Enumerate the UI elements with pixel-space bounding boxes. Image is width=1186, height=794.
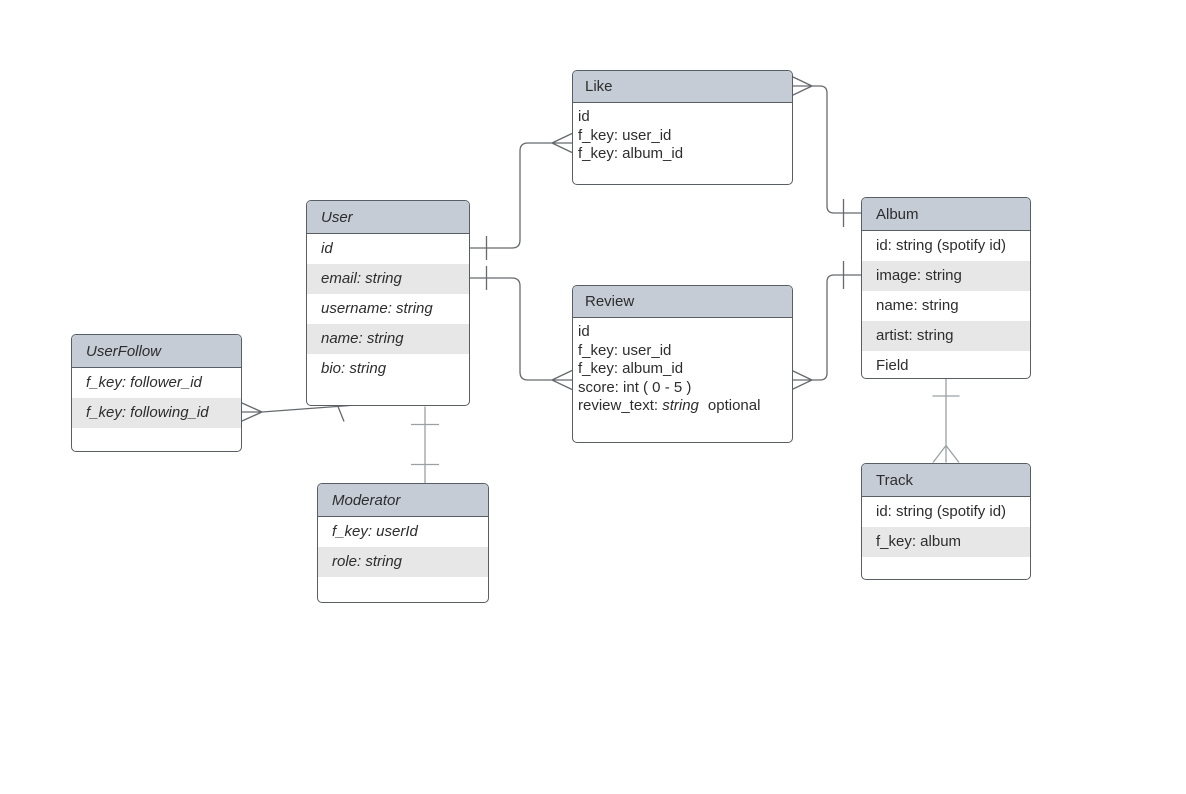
entity-track[interactable]: Track id: string (spotify id) f_key: alb… xyxy=(861,463,1031,580)
field-row: id: string (spotify id) xyxy=(876,237,1007,254)
connector-user-moderator[interactable] xyxy=(411,406,439,484)
entity-title: Track xyxy=(862,464,1030,497)
field-row: email: string xyxy=(307,264,469,294)
field-row: f_key: album xyxy=(862,527,1030,557)
field-row: id xyxy=(578,323,590,340)
field-row: id xyxy=(321,240,333,257)
field-row: id xyxy=(578,108,590,125)
field-row: review_text: string optional xyxy=(578,397,787,416)
field-row: Field xyxy=(876,357,909,374)
field-row: f_key: user_id xyxy=(578,126,672,144)
entity-user[interactable]: User id email: string username: string n… xyxy=(306,200,470,406)
entity-like[interactable]: Like id f_key: user_id f_key: album_id xyxy=(572,70,793,185)
field-row: username: string xyxy=(321,300,433,317)
field-row: name: string xyxy=(876,297,959,314)
entity-title: User xyxy=(307,201,469,234)
connector-user-review[interactable] xyxy=(470,266,573,391)
entity-review[interactable]: Review id f_key: user_id f_key: album_id… xyxy=(572,285,793,443)
connector-user-like[interactable] xyxy=(470,132,573,261)
entity-album[interactable]: Album id: string (spotify id) image: str… xyxy=(861,197,1031,379)
entity-userfollow[interactable]: UserFollow f_key: follower_id f_key: fol… xyxy=(71,334,242,452)
field-row: artist: string xyxy=(862,321,1030,351)
connector-like-album[interactable] xyxy=(791,75,861,228)
field-row: f_key: userId xyxy=(332,523,418,540)
field-row: bio: string xyxy=(321,360,387,377)
entity-title: Review xyxy=(573,286,792,318)
field-row: name: string xyxy=(307,324,469,354)
field-row: score: int ( 0 - 5 ) xyxy=(578,378,692,396)
entity-title: Moderator xyxy=(318,484,488,517)
entity-title: UserFollow xyxy=(72,335,241,368)
field-row: f_key: following_id xyxy=(72,398,241,428)
field-text-type: string xyxy=(662,397,699,415)
connector-album-track[interactable] xyxy=(932,379,960,463)
entity-moderator[interactable]: Moderator f_key: userId role: string xyxy=(317,483,489,603)
field-text-prefix: review_text: xyxy=(578,397,663,415)
field-row: role: string xyxy=(318,547,488,577)
entity-body: id f_key: user_id f_key: album_id score:… xyxy=(573,318,792,416)
entity-body: id f_key: user_id f_key: album_id xyxy=(573,103,792,164)
connector-review-album[interactable] xyxy=(791,261,861,391)
field-row: f_key: user_id xyxy=(578,341,672,359)
field-row: f_key: album_id xyxy=(578,145,684,163)
field-text-modifier: optional xyxy=(707,397,761,415)
entity-title: Album xyxy=(862,198,1030,231)
field-row: image: string xyxy=(862,261,1030,291)
entity-title: Like xyxy=(573,71,792,103)
field-row: f_key: follower_id xyxy=(86,374,202,391)
field-row: id: string (spotify id) xyxy=(876,503,1007,520)
connector-userfollow-user[interactable] xyxy=(241,401,351,422)
field-row: f_key: album_id xyxy=(578,360,684,378)
